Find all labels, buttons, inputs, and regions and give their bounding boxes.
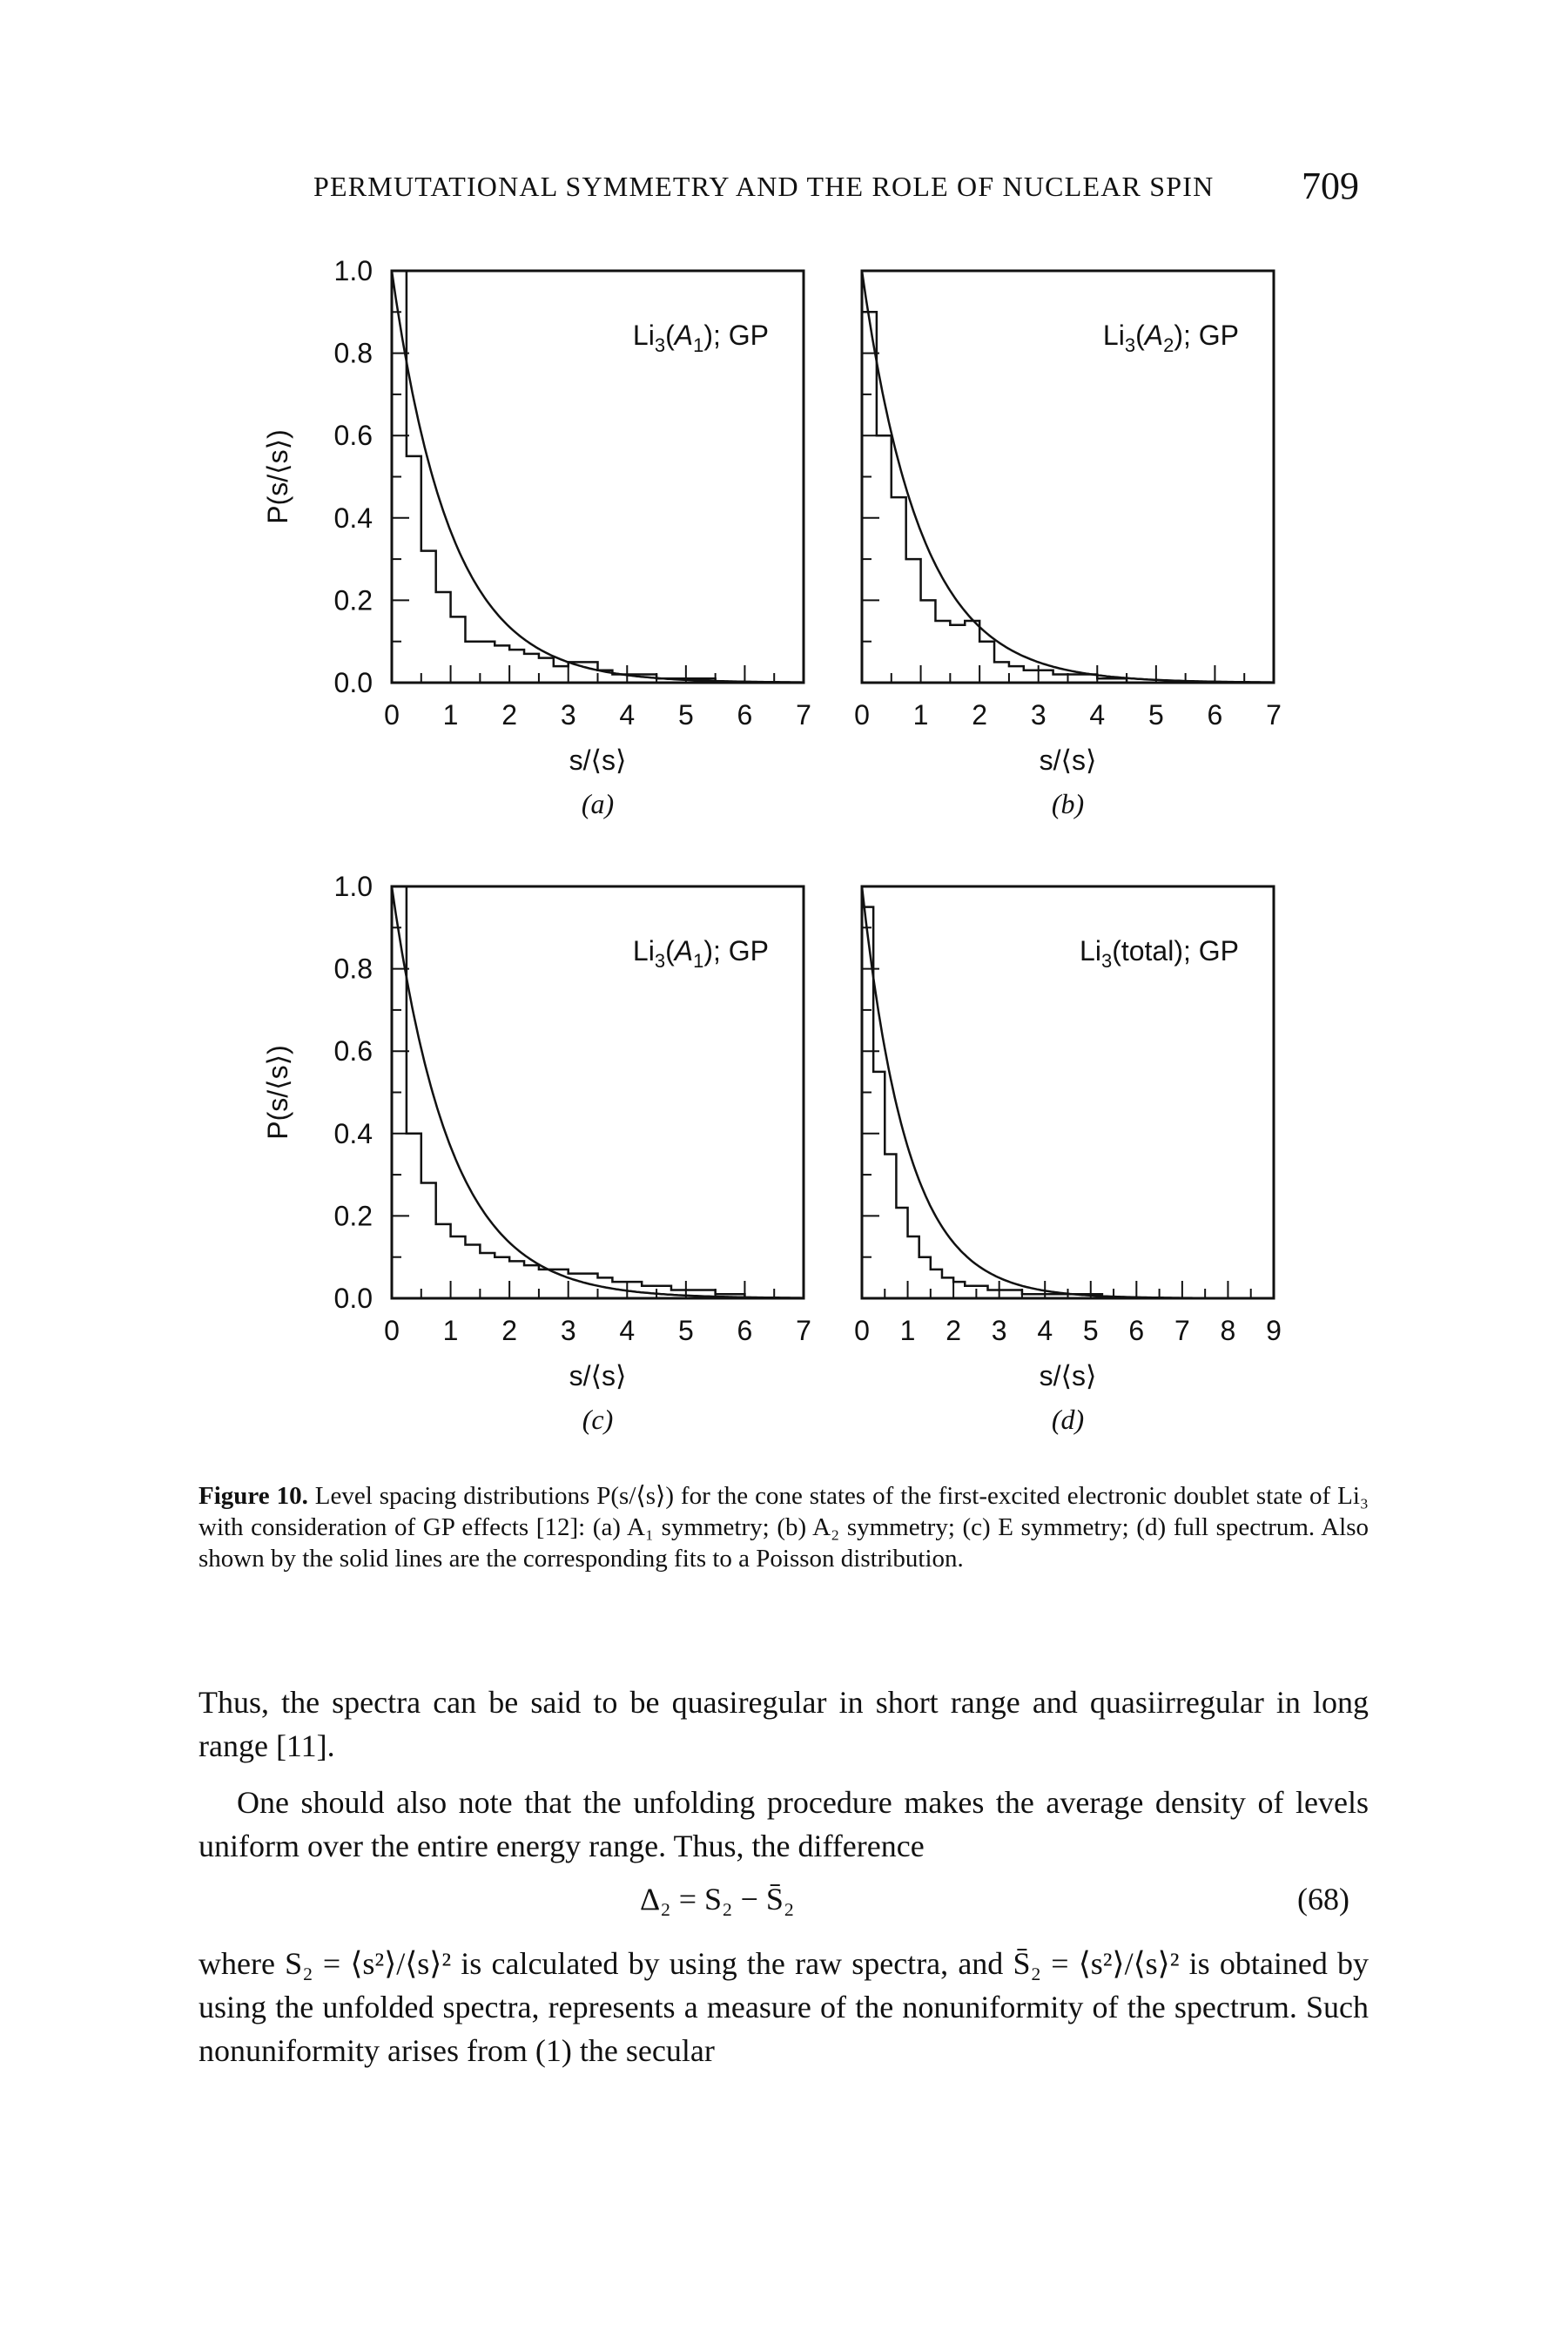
- y-tick-label: 0.6: [334, 420, 373, 451]
- panel-species-label: Li3(A1); GP: [633, 320, 769, 356]
- histogram-a: [390, 269, 804, 684]
- x-tick-label: 0: [854, 1315, 870, 1346]
- caption-lead: Figure 10.: [199, 1482, 308, 1510]
- x-tick-label: 1: [443, 1315, 459, 1346]
- running-head: PERMUTATIONAL SYMMETRY AND THE ROLE OF N…: [313, 171, 1215, 202]
- x-tick-label: 2: [501, 1315, 517, 1346]
- x-tick-label: 3: [561, 699, 576, 731]
- panel-label: (a): [582, 788, 614, 819]
- x-tick-label: 4: [619, 699, 635, 731]
- y-tick-label: 0.8: [334, 953, 373, 985]
- x-tick-label: 7: [796, 699, 811, 731]
- y-tick-label: 0.6: [334, 1035, 373, 1067]
- y-axis-label: P(s/⟨s⟩): [262, 1045, 293, 1140]
- x-tick-label: 5: [678, 699, 694, 731]
- x-tick-label: 8: [1221, 1315, 1236, 1346]
- panel-species-label: Li3(total); GP: [1080, 935, 1239, 972]
- y-tick-label: 0.2: [334, 584, 373, 616]
- x-tick-label: 4: [619, 1315, 635, 1346]
- x-tick-label: 2: [946, 1315, 961, 1346]
- x-tick-label: 9: [1266, 1315, 1282, 1346]
- x-axis-label: s/⟨s⟩: [1040, 744, 1097, 776]
- panel-label: (b): [1052, 788, 1084, 819]
- body-paragraph-1: Thus, the spectra can be said to be quas…: [199, 1685, 1369, 1763]
- x-tick-label: 1: [913, 699, 929, 731]
- y-tick-label: 0.2: [334, 1200, 373, 1231]
- x-tick-label: 4: [1089, 699, 1105, 731]
- x-tick-label: 0: [854, 699, 870, 731]
- equation-number: (68): [1297, 1882, 1349, 1917]
- x-tick-label: 5: [1083, 1315, 1099, 1346]
- y-tick-label: 1.0: [334, 255, 373, 286]
- x-axis-label: s/⟨s⟩: [569, 744, 627, 776]
- histogram-b: [860, 311, 1274, 684]
- x-tick-label: 3: [561, 1315, 576, 1346]
- x-tick-label: 7: [1174, 1315, 1190, 1346]
- y-tick-label: 0.4: [334, 1118, 373, 1149]
- y-tick-label: 1.0: [334, 871, 373, 902]
- x-tick-label: 3: [992, 1315, 1007, 1346]
- panel-label: (c): [582, 1404, 614, 1435]
- x-tick-label: 3: [1031, 699, 1046, 731]
- poisson-fit-c: [390, 886, 804, 1299]
- y-axis-label: P(s/⟨s⟩): [262, 429, 293, 524]
- y-tick-label: 0.0: [334, 667, 373, 698]
- x-tick-label: 7: [1266, 699, 1282, 731]
- histogram-c: [390, 885, 804, 1300]
- panel-species-label: Li3(A1); GP: [633, 935, 769, 972]
- x-tick-label: 7: [796, 1315, 811, 1346]
- poisson-fit-a: [390, 270, 804, 684]
- panel-species-label: Li3(A2); GP: [1103, 320, 1239, 356]
- x-tick-label: 6: [1128, 1315, 1144, 1346]
- x-tick-label: 0: [384, 699, 400, 731]
- x-axis-label: s/⟨s⟩: [1040, 1360, 1097, 1391]
- x-axis-label: s/⟨s⟩: [569, 1360, 627, 1391]
- x-tick-label: 5: [1148, 699, 1164, 731]
- poisson-fit-b: [860, 270, 1274, 684]
- page-number: 709: [1302, 165, 1359, 207]
- y-tick-label: 0.0: [334, 1283, 373, 1314]
- x-tick-label: 5: [678, 1315, 694, 1346]
- y-tick-label: 0.8: [334, 338, 373, 369]
- x-tick-label: 2: [972, 699, 987, 731]
- poisson-fit-d: [860, 886, 1274, 1300]
- y-tick-label: 0.4: [334, 502, 373, 534]
- x-tick-label: 1: [900, 1315, 916, 1346]
- x-tick-label: 2: [501, 699, 517, 731]
- figure-caption: Figure 10. Level spacing distributions P…: [199, 1480, 1369, 1574]
- body-paragraph-3: where S₂ = ⟨s²⟩/⟨s⟩² is calculated by us…: [199, 1946, 1369, 2068]
- x-tick-label: 6: [1208, 699, 1223, 731]
- x-tick-label: 6: [737, 699, 753, 731]
- caption-text: Level spacing distributions P(s/⟨s⟩) for…: [199, 1482, 1369, 1573]
- x-tick-label: 1: [443, 699, 459, 731]
- equation: Δ₂ = S₂ − S̄₂: [640, 1882, 795, 1917]
- x-tick-label: 4: [1037, 1315, 1053, 1346]
- body-paragraph-2: One should also note that the unfolding …: [199, 1785, 1369, 1863]
- panel-label: (d): [1052, 1404, 1084, 1435]
- x-tick-label: 0: [384, 1315, 400, 1346]
- x-tick-label: 6: [737, 1315, 753, 1346]
